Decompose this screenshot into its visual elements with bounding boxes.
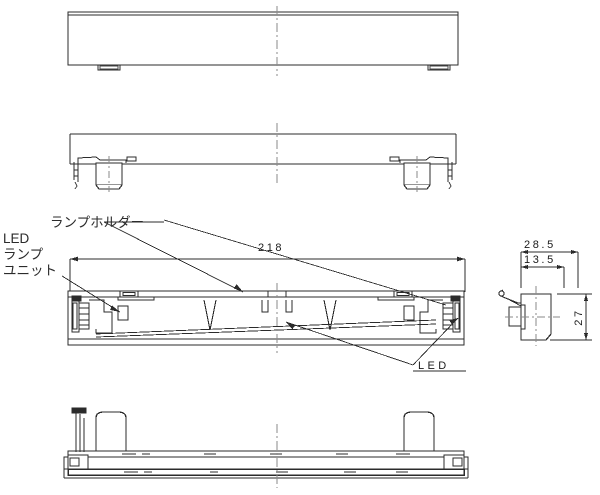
section-right-holder-ribs [443,307,453,326]
top-view [67,6,459,76]
leader-lines [61,219,466,372]
dim-285-arrow-right [571,249,578,255]
bottom-terminal-left-inner [69,457,80,467]
dim-218-arrow-right [457,256,465,262]
bracket-left-clip [126,156,137,162]
bottom-bracket-left [95,411,127,452]
section-left-bracket-profile [89,299,113,334]
bottom-terminal-right-inner [452,457,463,467]
dim-27-arrow-bottom [583,333,589,340]
section-view [67,283,465,353]
section-rib-left [203,299,217,331]
front-view [69,123,457,192]
bracket-right-plate [399,156,449,163]
dim-135-arrow-right [557,264,564,270]
leader-led-left [285,321,414,366]
dimension-overall-length [69,256,466,292]
dim-label-width-outer: 28.5 [524,239,556,251]
section-center-clip-right [285,300,293,313]
bottom-view-lower-band [67,468,465,476]
leader-lamp-holder-long [163,219,447,306]
bottom-terminal-left [67,407,89,470]
section-rib-right [323,299,337,331]
bottom-view-mid-band [63,456,469,470]
dim-285-arrow-left [521,249,528,255]
leader-led-right [412,317,459,366]
section-right-endcap-inner [454,302,460,330]
dim-label-overall-length: 218 [258,242,284,254]
dim-label-width-inner: 13.5 [524,254,556,266]
top-view-body [67,14,459,66]
section-left-assembly [71,290,155,334]
section-left-holder-ribs [79,307,89,326]
side-view-pivot [498,290,505,297]
leader-led-right-arrow [449,318,458,325]
bracket-left-plate [77,156,127,163]
leader-led-lamp-unit-arrow [110,305,120,312]
top-view-tab-right-inner [429,65,449,70]
front-view-bracket-left [73,156,137,192]
dim-218-arrow-left [70,256,78,262]
bottom-terminal-right [443,454,465,470]
label-led-lamp-unit-line2: ランプ [3,247,44,262]
section-left-clip-top-inner [122,292,136,296]
bottom-view [63,407,469,488]
leader-led-lamp-unit [61,275,121,313]
section-right-window [403,305,415,321]
section-center-clip-left [261,300,269,313]
side-view-body [520,293,552,341]
bracket-right-wire [447,162,453,182]
top-view-tab-left-inner [99,65,119,70]
leader-lamp-holder-arrow [234,284,243,292]
label-led-lamp-unit-line3: ユニット [3,263,57,278]
label-lamp-holder: ランプホルダー [50,215,144,230]
section-led-board-bottom [95,323,437,338]
front-view-bracket-right [389,156,453,192]
dimension-width-outer [520,249,579,288]
dim-label-height: 27 [573,308,585,325]
section-left-endcap-inner [72,302,78,330]
dimension-width-inner [521,264,565,288]
bottom-terminal-left-pins [75,412,85,452]
dimension-height [550,293,592,341]
label-led-callout: LED [418,360,450,372]
side-view-arm-lower [505,297,522,307]
section-left-window [117,305,129,321]
bracket-left-wire-tip [74,181,78,190]
bottom-bracket-right [403,411,435,452]
bottom-view-marks [122,453,410,473]
leader-lamp-holder [103,221,244,293]
bracket-right-wire-tip [448,181,452,190]
bottom-terminal-left-cap [71,407,87,414]
label-led-lamp-unit-line1: LED [3,231,30,246]
side-view [498,249,592,346]
dim-135-arrow-left [521,264,528,270]
bracket-right-clip [389,156,400,162]
section-left-holder-block [78,302,90,330]
section-left-terminal [71,295,82,302]
section-led-board-top [95,319,437,335]
dim-27-arrow-top [583,294,589,301]
leader-led-left-arrow [286,322,295,330]
section-right-terminal [450,295,461,302]
bracket-left-wire [73,162,79,182]
